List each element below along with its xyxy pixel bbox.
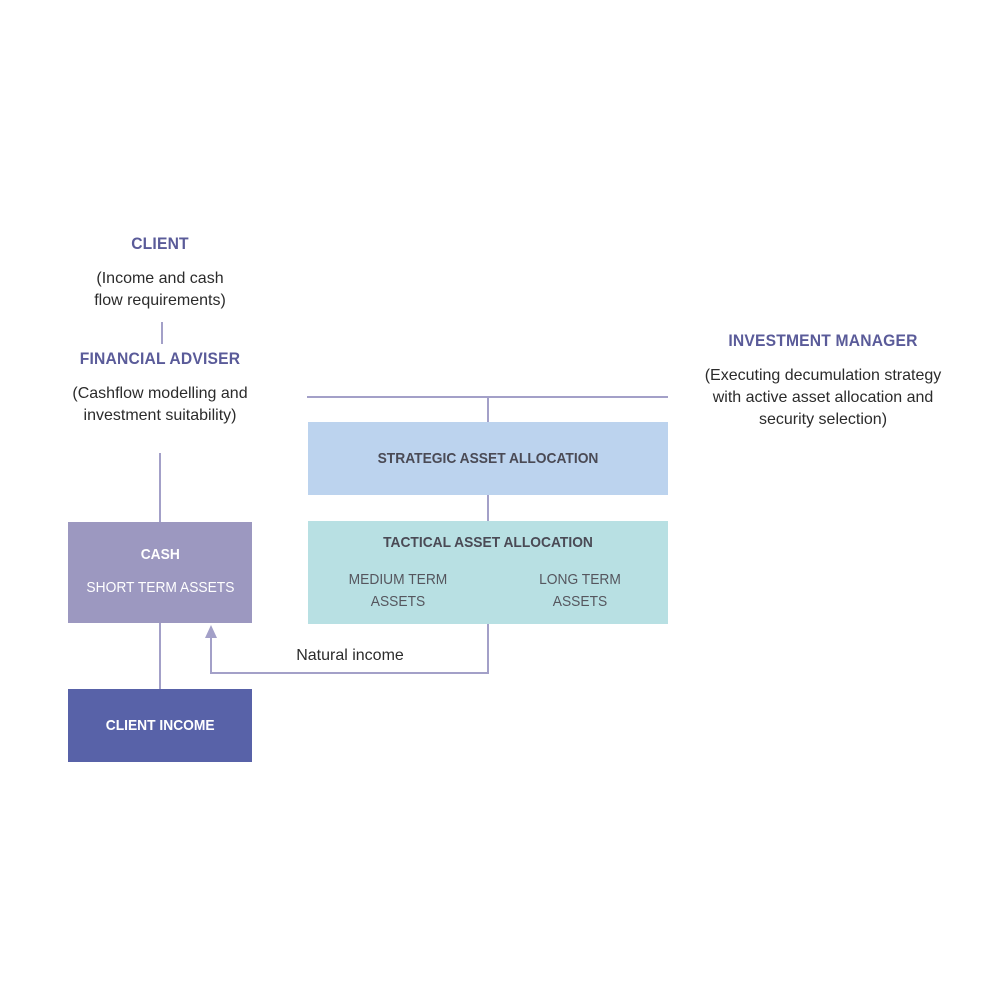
long-term-line: ASSETS: [552, 593, 608, 610]
strategic-asset-allocation-label: STRATEGIC ASSET ALLOCATION: [377, 450, 599, 467]
short-term-assets-label: SHORT TERM ASSETS: [85, 579, 235, 596]
medium-term-line: MEDIUM TERM: [348, 571, 448, 588]
long-term-line: LONG TERM: [539, 571, 621, 588]
medium-term-assets-label: MEDIUM TERM ASSETS: [315, 569, 481, 613]
manager-description-line: (Executing decumulation strategy: [704, 367, 942, 384]
client-description-line: flow requirements): [94, 292, 226, 309]
adviser-description-line: (Cashflow modelling and: [72, 385, 248, 402]
cash-box: CASH SHORT TERM ASSETS: [68, 522, 252, 623]
investment-manager-description: (Executing decumulation strategy with ac…: [673, 365, 973, 431]
investment-manager-title: INVESTMENT MANAGER: [728, 331, 918, 350]
adviser-description-line: investment suitability): [83, 407, 237, 424]
client-title: CLIENT: [131, 234, 189, 253]
natural-income-arrowhead: [205, 625, 217, 638]
manager-description-line: with active asset allocation and: [712, 389, 934, 406]
financial-adviser-description: (Cashflow modelling and investment suita…: [30, 383, 290, 427]
client-description-line: (Income and cash: [96, 270, 224, 287]
tactical-asset-allocation-box: TACTICAL ASSET ALLOCATION MEDIUM TERM AS…: [308, 521, 668, 624]
financial-adviser-title: FINANCIAL ADVISER: [79, 349, 241, 368]
natural-income-label: Natural income: [296, 647, 404, 664]
tactical-asset-allocation-label: TACTICAL ASSET ALLOCATION: [383, 534, 593, 551]
medium-term-line: ASSETS: [370, 593, 426, 610]
client-income-box: CLIENT INCOME: [68, 689, 252, 762]
manager-description-line: security selection): [758, 411, 888, 428]
strategic-asset-allocation-box: STRATEGIC ASSET ALLOCATION: [308, 422, 668, 495]
client-income-label: CLIENT INCOME: [105, 717, 215, 734]
cash-label: CASH: [140, 546, 180, 563]
client-description: (Income and cash flow requirements): [40, 268, 280, 312]
natural-income-arrow-line: [210, 624, 489, 674]
long-term-assets-label: LONG TERM ASSETS: [497, 569, 663, 613]
